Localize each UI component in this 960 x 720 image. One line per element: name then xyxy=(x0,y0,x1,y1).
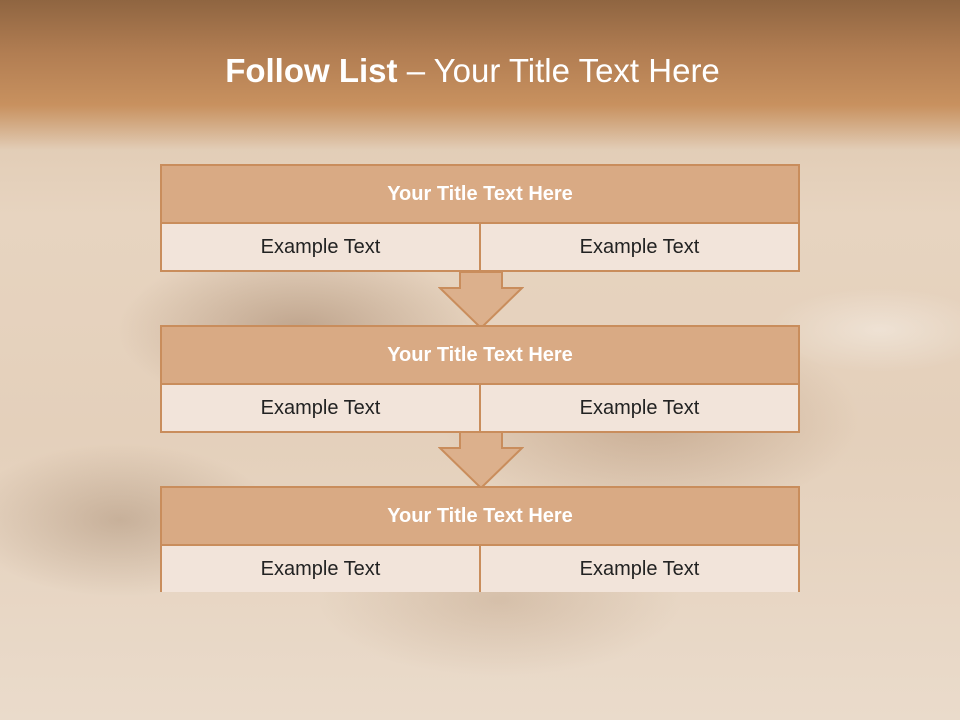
list-block-cell-left: Example Text xyxy=(162,546,481,592)
down-arrow-icon xyxy=(438,272,524,330)
list-block-2: Your Title Text Here Example Text Exampl… xyxy=(160,325,800,433)
down-arrow-icon xyxy=(438,432,524,490)
list-block-cell-left: Example Text xyxy=(162,385,481,431)
header-band xyxy=(0,0,960,150)
list-block-cell-right: Example Text xyxy=(481,546,798,592)
list-block-cell-right: Example Text xyxy=(481,385,798,431)
list-block-row: Example Text Example Text xyxy=(162,546,798,592)
list-block-heading: Your Title Text Here xyxy=(162,166,798,224)
list-block-heading: Your Title Text Here xyxy=(162,327,798,385)
list-block-cell-right: Example Text xyxy=(481,224,798,270)
slide-title-rest: – Your Title Text Here xyxy=(397,52,720,89)
slide-title-bold: Follow List xyxy=(225,52,398,89)
list-block-1: Your Title Text Here Example Text Exampl… xyxy=(160,164,800,272)
list-block-heading: Your Title Text Here xyxy=(162,488,798,546)
slide-title: Follow List – Your Title Text Here xyxy=(0,52,945,90)
list-block-row: Example Text Example Text xyxy=(162,224,798,270)
list-block-row: Example Text Example Text xyxy=(162,385,798,431)
list-block-cell-left: Example Text xyxy=(162,224,481,270)
list-block-3: Your Title Text Here Example Text Exampl… xyxy=(160,486,800,592)
